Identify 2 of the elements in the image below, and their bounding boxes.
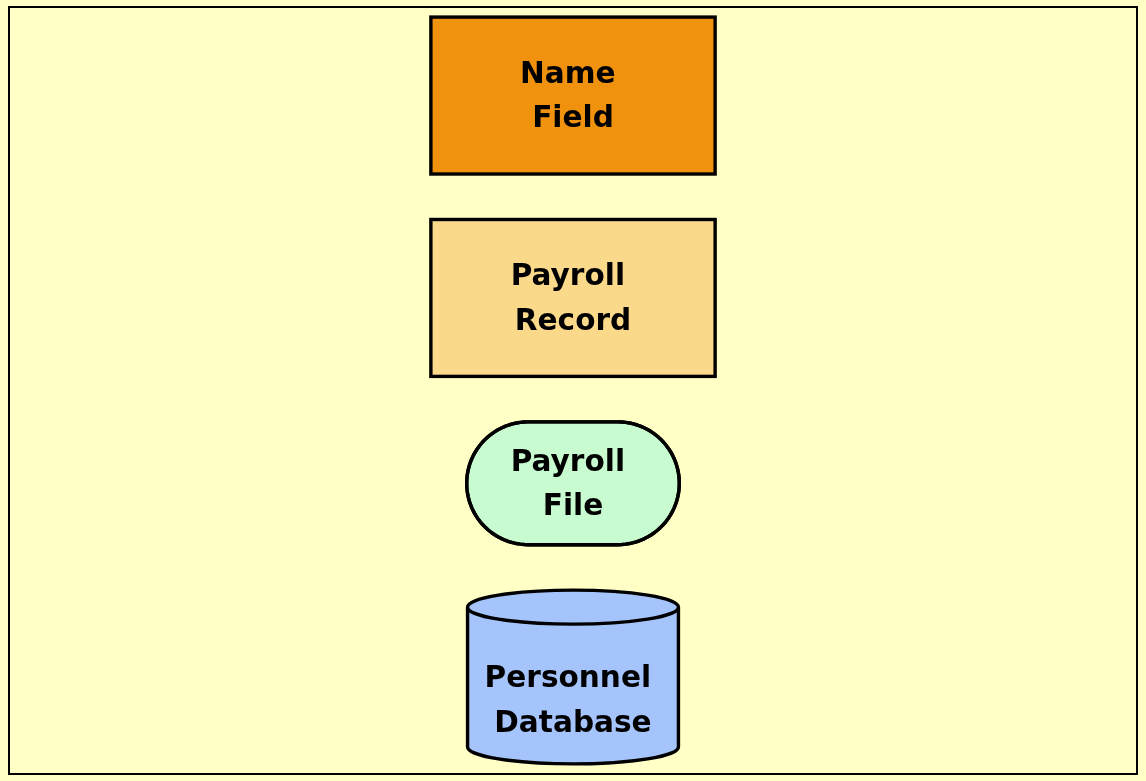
node-box: Name Field [429,15,717,176]
node-box: Payroll Record [429,217,717,379]
